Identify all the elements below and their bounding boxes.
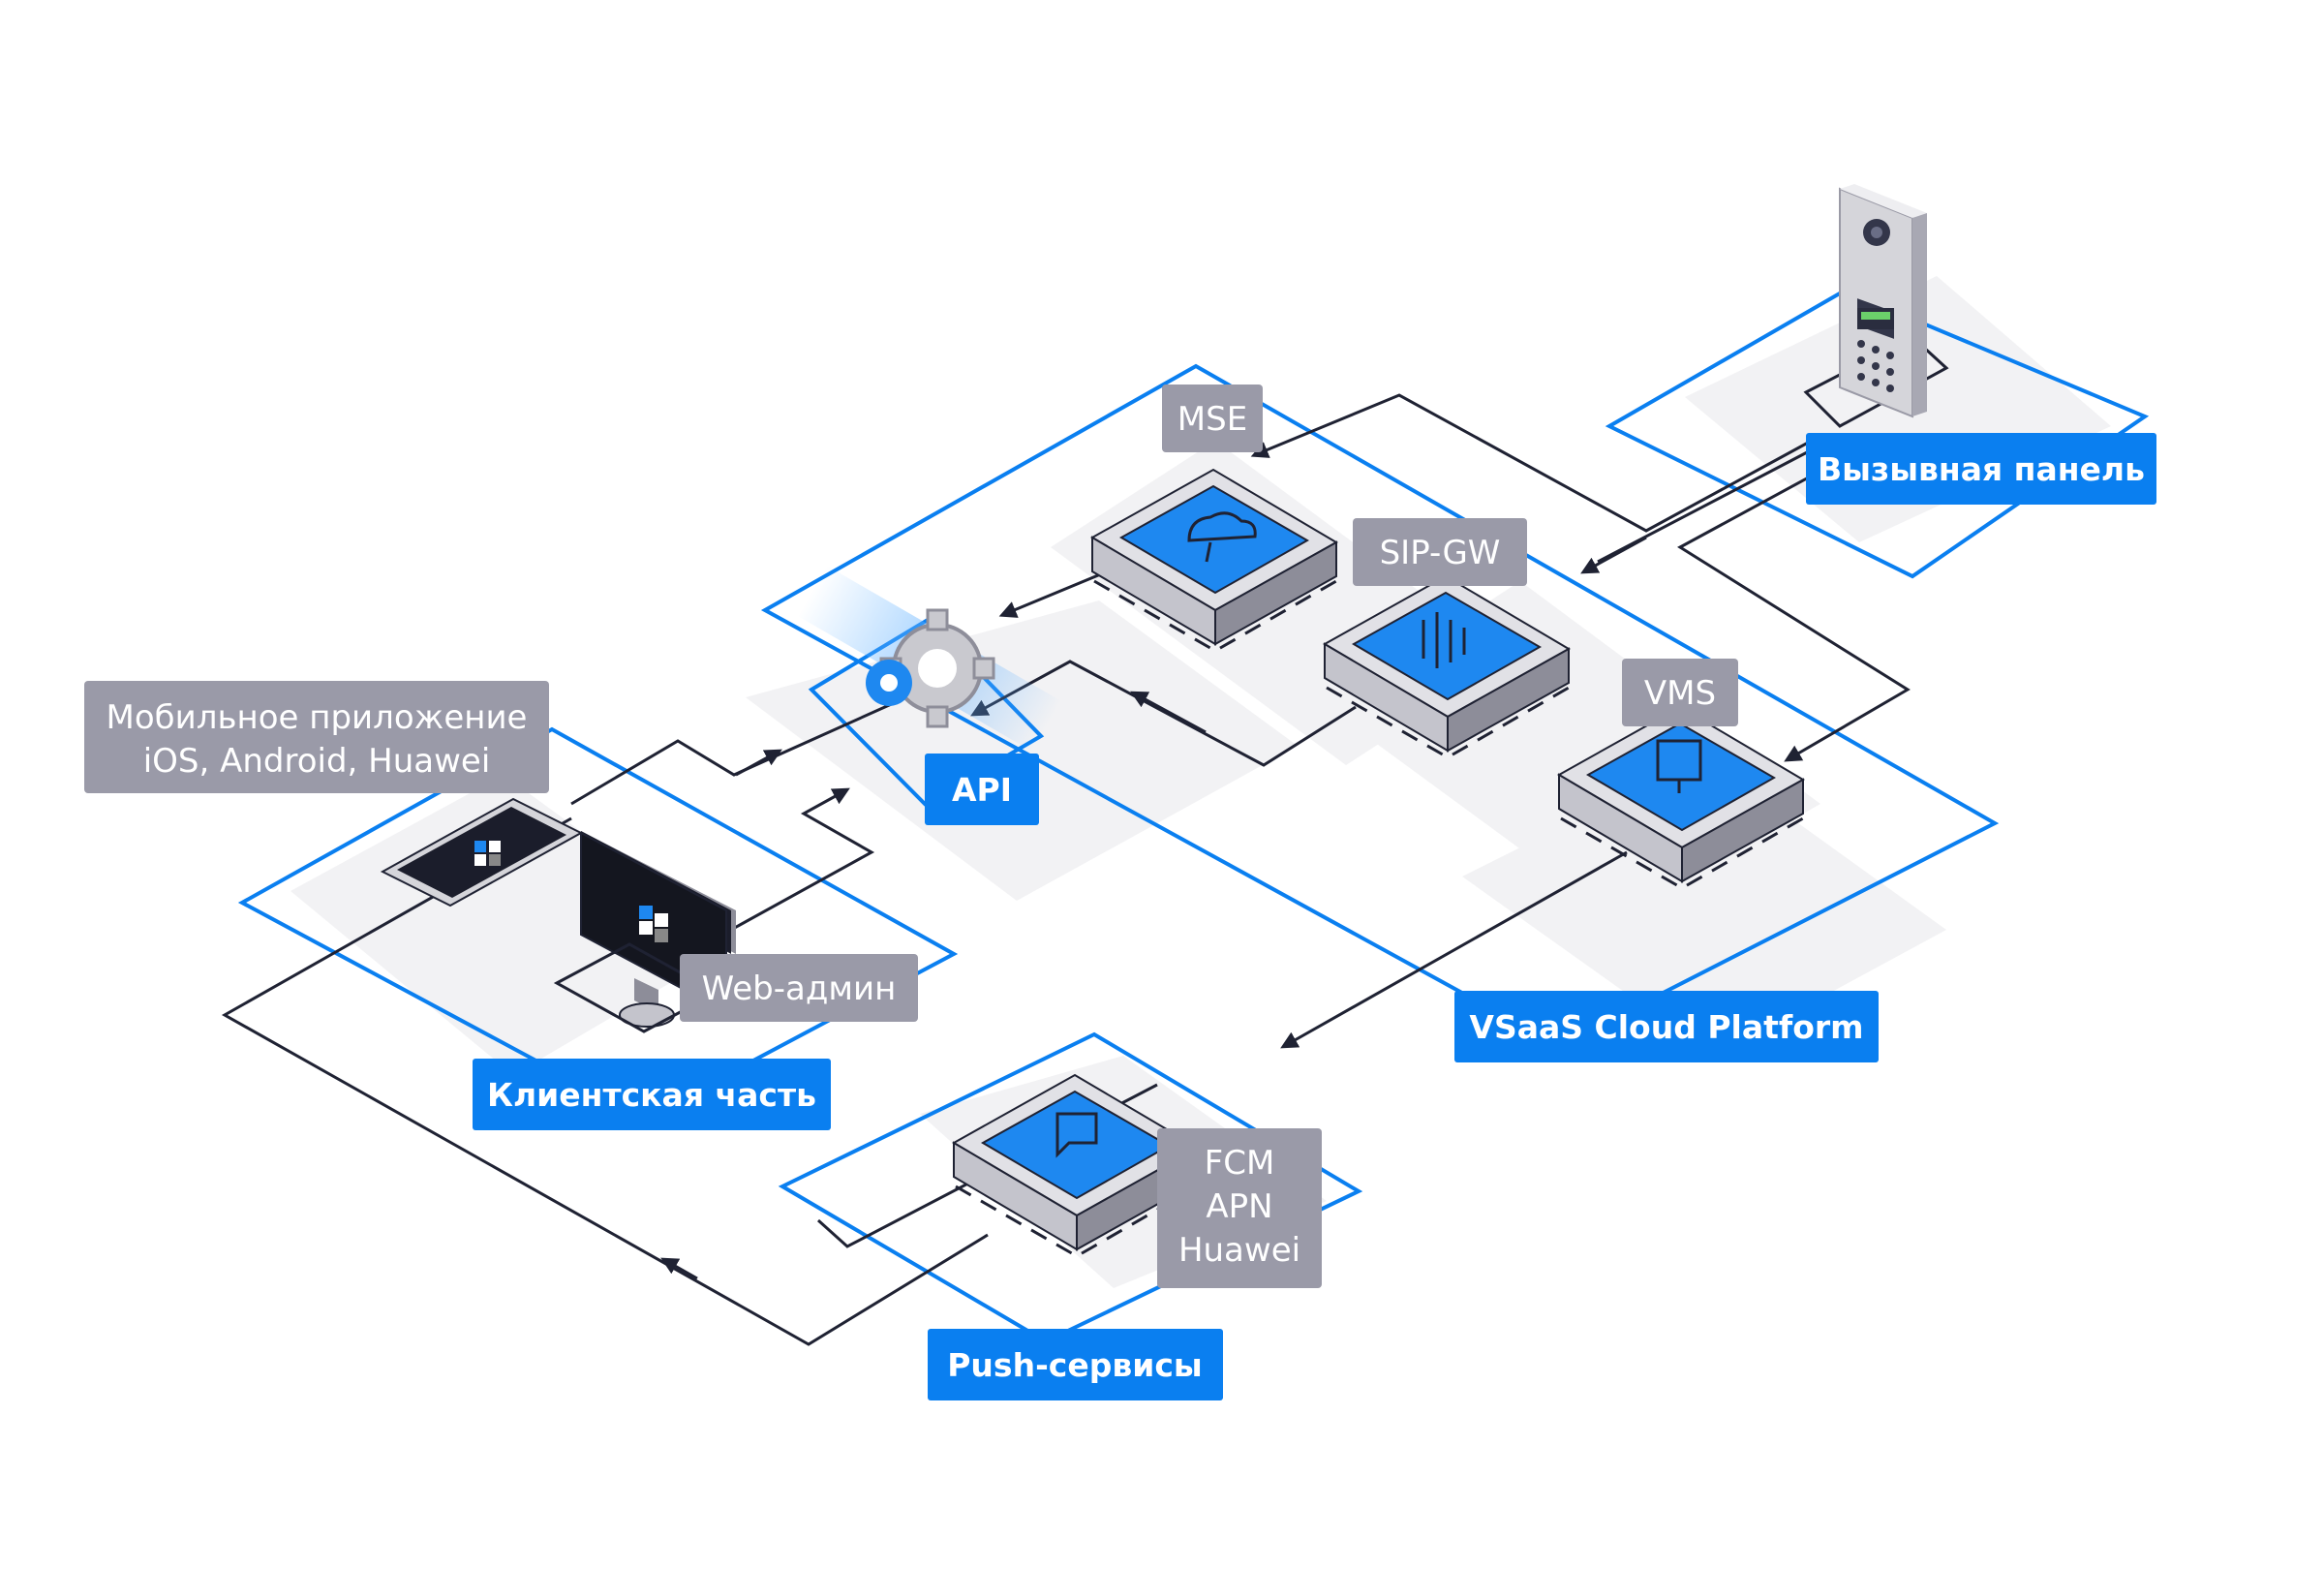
line-client-to-api <box>730 787 875 932</box>
line-vms-to-push <box>1280 850 1628 1049</box>
zone-label-panel-text: Вызывная панель <box>1818 450 2145 488</box>
intercom-panel-icon <box>1803 184 1949 428</box>
label-fcm: FCM <box>1205 1144 1275 1183</box>
line-panel-to-vms <box>1677 453 1911 762</box>
zone-label-api-text: API <box>952 771 1012 809</box>
server-mse <box>1089 468 1339 653</box>
label-vms: VMS <box>1622 659 1738 726</box>
line-api-arrow-up <box>735 749 782 777</box>
server-push <box>951 1073 1201 1258</box>
label-mse: MSE <box>1162 385 1263 452</box>
zone-label-panel: Вызывная панель <box>1806 433 2156 505</box>
label-web-admin: Web-админ <box>680 954 918 1022</box>
api-gear <box>797 566 1062 752</box>
cloud-icon <box>1187 511 1257 563</box>
label-mobile-app-line2: iOS, Android, Huawei <box>143 742 491 781</box>
zone-label-push: Push-сервисы <box>928 1329 1223 1400</box>
app-logo-icon <box>474 841 501 866</box>
zone-label-vsaas-text: VSaaS Cloud Platform <box>1469 1008 1863 1046</box>
zone-vsaas-outline <box>760 363 2000 1049</box>
zone-label-client-text: Клиентская часть <box>487 1076 816 1114</box>
zone-outlines <box>237 288 2150 1344</box>
label-web-admin-text: Web-админ <box>702 969 897 1008</box>
audio-wave-icon <box>1422 612 1466 668</box>
line-push-to-client <box>221 816 989 1346</box>
label-mobile-app: Мобильное приложение iOS, Android, Huawe… <box>84 681 549 793</box>
video-screen-icon <box>1656 739 1702 793</box>
app-logo-icon <box>639 906 668 942</box>
zone-label-push-text: Push-сервисы <box>947 1346 1202 1384</box>
line-sip-arrow <box>1580 536 1647 574</box>
line-push-arrow <box>660 1257 698 1280</box>
zone-panel-outline <box>1605 288 2150 579</box>
label-huawei: Huawei <box>1178 1231 1300 1270</box>
label-push-providers: FCM APN Huawei <box>1157 1128 1322 1288</box>
label-mobile-app-line1: Мобильное приложение <box>107 698 528 737</box>
chat-bubble-icon <box>1055 1112 1098 1158</box>
line-api-to-client-top <box>570 700 897 806</box>
label-mse-text: MSE <box>1177 400 1247 439</box>
server-vms <box>1556 705 1806 890</box>
zone-label-api: API <box>925 754 1039 825</box>
line-sip-arrow2 <box>1130 691 1207 734</box>
server-sip-gw <box>1322 574 1572 759</box>
connectors <box>221 393 1911 1346</box>
label-apn: APN <box>1206 1187 1272 1226</box>
line-panel-to-mse <box>1250 393 1821 533</box>
gear-icon <box>866 608 995 728</box>
zone-label-client: Клиентская часть <box>473 1059 831 1130</box>
zone-label-vsaas: VSaaS Cloud Platform <box>1454 991 1879 1062</box>
label-sip-gw-text: SIP-GW <box>1380 534 1501 572</box>
label-vms-text: VMS <box>1644 674 1716 713</box>
label-sip-gw: SIP-GW <box>1353 518 1527 586</box>
zone-push-outline <box>778 1031 1363 1344</box>
